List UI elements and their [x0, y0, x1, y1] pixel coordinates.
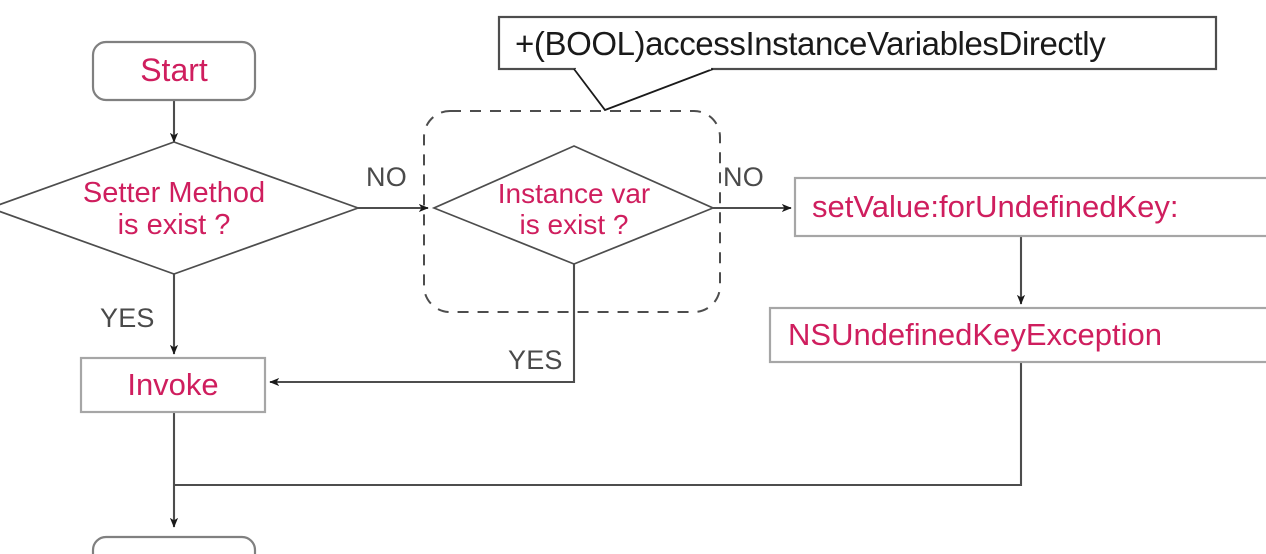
node-setter-method-shape[interactable] [0, 141, 361, 275]
node-invoke-shape[interactable] [79, 356, 267, 414]
callout-text: +(BOOL)accessInstanceVariablesDirectly [515, 25, 1106, 62]
node-instance-var-decision[interactable] [434, 146, 713, 264]
callout-tail-shape [573, 68, 714, 112]
callout-box[interactable] [499, 17, 1216, 69]
node-end-shape[interactable] [91, 535, 257, 554]
node-start-shape[interactable] [91, 40, 257, 102]
node-invoke[interactable] [81, 358, 265, 412]
edge-instance-yes-to-invoke [269, 264, 576, 387]
connectors [169, 100, 1026, 528]
node-setter-method-decision[interactable] [0, 142, 358, 274]
node-end[interactable] [93, 537, 255, 554]
group-access-instance-variables-directly [423, 110, 721, 313]
edge-label-instance-yes: YES [508, 345, 563, 375]
node-set-value-for-undefined-key-shape[interactable] [793, 176, 1266, 238]
node-instance-var-shape[interactable] [431, 145, 716, 265]
edge-exception-to-end-join [175, 362, 1023, 487]
edge-label-setter-no: NO [366, 162, 407, 192]
edge-label-instance-no: NO [723, 162, 764, 192]
node-start[interactable] [93, 42, 255, 100]
node-ns-undefined-key-exception-shape[interactable] [768, 306, 1266, 364]
callout-box-shape[interactable] [497, 15, 1218, 71]
node-ns-undefined-key-exception[interactable] [770, 308, 1266, 362]
node-set-value-for-undefined-key[interactable] [795, 178, 1266, 236]
edge-label-setter-yes: YES [100, 303, 155, 333]
